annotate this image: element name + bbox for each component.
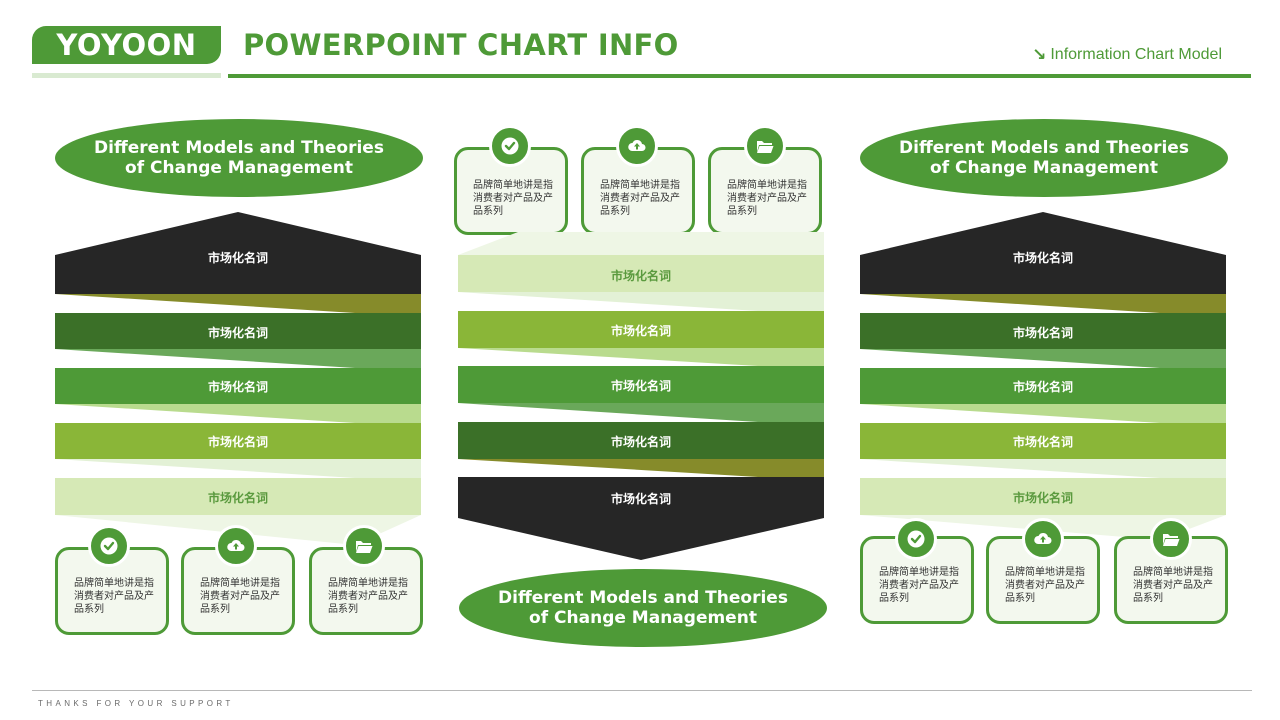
middle-band-2-shape: [458, 311, 824, 348]
right-title-oval: Different Models and Theories of Change …: [860, 119, 1228, 197]
right-band-3-label: 市场化名词: [1012, 380, 1073, 394]
left-card-2-text: 品牌简单地讲是指消费者对产品及产品系列: [200, 578, 280, 615]
middle-band-1-shape: [458, 255, 824, 292]
middle-ribbon-0: [458, 232, 824, 255]
left-band-4-label: 市场化名词: [207, 435, 268, 449]
left-ribbon-1: [55, 294, 421, 313]
right-band-2-shape: [860, 313, 1226, 349]
middle-band-1-label: 市场化名词: [610, 269, 671, 283]
middle-card-2-text: 品牌简单地讲是指消费者对产品及产品系列: [600, 180, 680, 217]
middle-ribbon-3: [458, 403, 824, 422]
folder-open-icon: [343, 525, 385, 567]
middle-band-4-shape: [458, 422, 824, 459]
left-ribbon-3: [55, 404, 421, 423]
left-stack: 市场化名词 市场化名词 市场化名词 市场化名词 市场化名词: [55, 0, 421, 720]
right-band-1-shape: [860, 212, 1226, 294]
cloud-upload-icon: [1022, 518, 1064, 560]
cloud-upload-icon: [616, 125, 658, 167]
middle-card-3-text: 品牌简单地讲是指消费者对产品及产品系列: [727, 180, 807, 217]
middle-band-5-label: 市场化名词: [610, 492, 671, 506]
left-card-3: 品牌简单地讲是指消费者对产品及产品系列: [309, 547, 423, 635]
left-band-3-shape: [55, 368, 421, 404]
check-circle-icon: [88, 525, 130, 567]
page-title: POWERPOINT CHART INFO: [243, 28, 679, 62]
middle-stack: 市场化名词 市场化名词 市场化名词 市场化名词 市场化名词: [458, 0, 824, 720]
left-band-1-shape: [55, 212, 421, 294]
folder-open-icon: [744, 125, 786, 167]
right-stack-graphic: [860, 212, 1226, 540]
left-card-3-text: 品牌简单地讲是指消费者对产品及产品系列: [328, 578, 408, 615]
right-band-5-shape: [860, 478, 1226, 515]
left-ribbon-2: [55, 349, 421, 368]
middle-card-1-text: 品牌简单地讲是指消费者对产品及产品系列: [473, 180, 553, 217]
footer-text: THANKS FOR YOUR SUPPORT: [38, 699, 234, 708]
middle-band-3-shape: [458, 366, 824, 403]
check-circle-icon: [489, 125, 531, 167]
folder-open-icon: [1150, 518, 1192, 560]
middle-band-2-label: 市场化名词: [610, 324, 671, 338]
right-card-3-text: 品牌简单地讲是指消费者对产品及产品系列: [1133, 567, 1213, 604]
left-band-1-label: 市场化名词: [207, 251, 268, 265]
check-circle-icon: [895, 518, 937, 560]
right-band-5-label: 市场化名词: [1012, 491, 1073, 505]
left-card-1-text: 品牌简单地讲是指消费者对产品及产品系列: [74, 578, 154, 615]
left-band-5-label: 市场化名词: [207, 491, 268, 505]
header-subtitle: ↘ Information Chart Model: [1032, 45, 1222, 65]
left-band-2-label: 市场化名词: [207, 326, 268, 340]
header-subtitle-label: Information Chart Model: [1050, 46, 1222, 63]
right-card-2-text: 品牌简单地讲是指消费者对产品及产品系列: [1005, 567, 1085, 604]
left-title-oval: Different Models and Theories of Change …: [55, 119, 423, 197]
middle-band-4-label: 市场化名词: [610, 435, 671, 449]
middle-column: 品牌简单地讲是指消费者对产品及产品系列 品牌简单地讲是指消费者对产品及产品系列 …: [454, 0, 827, 720]
right-ribbon-4: [860, 459, 1226, 478]
right-band-3-shape: [860, 368, 1226, 404]
left-band-5-shape: [55, 478, 421, 515]
logo-underline: [32, 73, 221, 78]
middle-title-oval: Different Models and Theories of Change …: [459, 569, 827, 647]
right-ribbon-1: [860, 294, 1226, 313]
right-stack: 市场化名词 市场化名词 市场化名词 市场化名词 市场化名词: [860, 0, 1226, 720]
header-divider: [228, 74, 1251, 78]
left-band-3-label: 市场化名词: [207, 380, 268, 394]
right-ribbon-2: [860, 349, 1226, 368]
logo: YOYOON: [32, 26, 221, 64]
middle-ribbon-4: [458, 459, 824, 477]
left-ribbon-4: [55, 459, 421, 478]
right-band-2-label: 市场化名词: [1012, 326, 1073, 340]
right-column: Different Models and Theories of Change …: [860, 0, 1228, 720]
right-band-1-label: 市场化名词: [1012, 251, 1073, 265]
middle-card-2: 品牌简单地讲是指消费者对产品及产品系列: [581, 147, 695, 235]
left-column: Different Models and Theories of Change …: [55, 0, 423, 720]
right-ribbon-3: [860, 404, 1226, 423]
middle-band-3-label: 市场化名词: [610, 379, 671, 393]
right-band-4-shape: [860, 423, 1226, 459]
arrow-down-right-icon: ↘: [1032, 45, 1047, 64]
footer-divider: [32, 690, 1252, 691]
cloud-upload-icon: [215, 525, 257, 567]
right-band-4-label: 市场化名词: [1012, 435, 1073, 449]
middle-stack-graphic: [458, 232, 824, 560]
middle-band-5-shape: [458, 477, 824, 560]
middle-ribbon-2: [458, 348, 824, 366]
right-card-1-text: 品牌简单地讲是指消费者对产品及产品系列: [879, 567, 959, 604]
middle-ribbon-1: [458, 292, 824, 311]
left-stack-graphic: [55, 212, 421, 545]
left-band-2-shape: [55, 313, 421, 349]
left-band-4-shape: [55, 423, 421, 459]
